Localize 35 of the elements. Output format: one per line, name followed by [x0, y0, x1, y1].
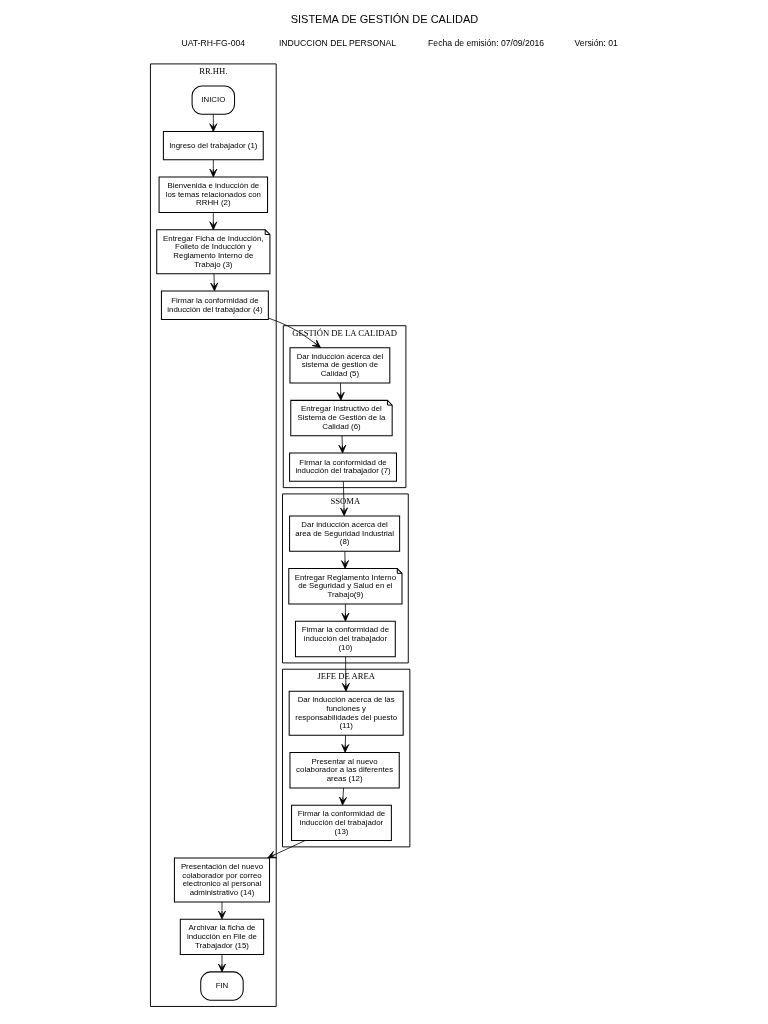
node-box: Ingreso del trabajador (1) [162, 131, 264, 161]
node-box: Bienvenida e inducción de los temas relacionados con RRHH (2) [158, 176, 268, 213]
arrow [217, 954, 226, 973]
label: UAT-RH-FG-004 [181, 37, 245, 48]
node-box: Dar inducción acerca de las funciones y responsabilidades del puesto (11) [288, 690, 404, 736]
arrow [340, 603, 349, 622]
arrow [337, 435, 346, 454]
arrow [208, 113, 217, 132]
node-box: Firmar la conformidad de inducción del trabajador (4) [160, 290, 269, 320]
node-box: Presentar al nuevo colaborador a las diferentes areas (12) [288, 752, 400, 789]
arrow [339, 481, 348, 517]
arrow [338, 787, 347, 806]
node-box: Firmar la conformidad de inducción del trabajador (7) [288, 452, 397, 482]
arrow [267, 317, 321, 348]
node-box: Firmar la conformidad de inducción del trabajador (13) [290, 804, 392, 842]
arrow [336, 382, 345, 401]
arrow [209, 273, 218, 292]
label: Versión: 01 [574, 37, 618, 48]
node-box: Archivar la ficha de inducción en File de Trabajador (15) [179, 918, 264, 956]
arrow [340, 551, 349, 569]
arrow [208, 212, 217, 231]
node-box: Dar inducción acerca del sistema de gestion de Calidad (5) [288, 347, 390, 384]
node-box: Dar inducción acerca del area de Seguridad Industrial (8) [288, 515, 400, 552]
node-box: Presentación del nuevo colaborador por correo electronico al personal administrativo (14) [173, 857, 270, 903]
node-box: FIN [199, 971, 244, 1001]
arrow [208, 159, 217, 178]
node-box: Firmar la conformidad de inducción del trabajador (10) [294, 620, 396, 658]
arrow [340, 734, 349, 753]
label: Fecha de emisión: 07/09/2016 [427, 37, 544, 48]
arrow [341, 656, 350, 692]
arrow [217, 901, 226, 920]
node-box: INICIO [191, 85, 235, 115]
label: INDUCCION DEL PERSONAL [278, 37, 396, 48]
arrow [266, 840, 305, 859]
diagram-title: SISTEMA DE GESTIÓN DE CALIDAD [290, 13, 478, 26]
